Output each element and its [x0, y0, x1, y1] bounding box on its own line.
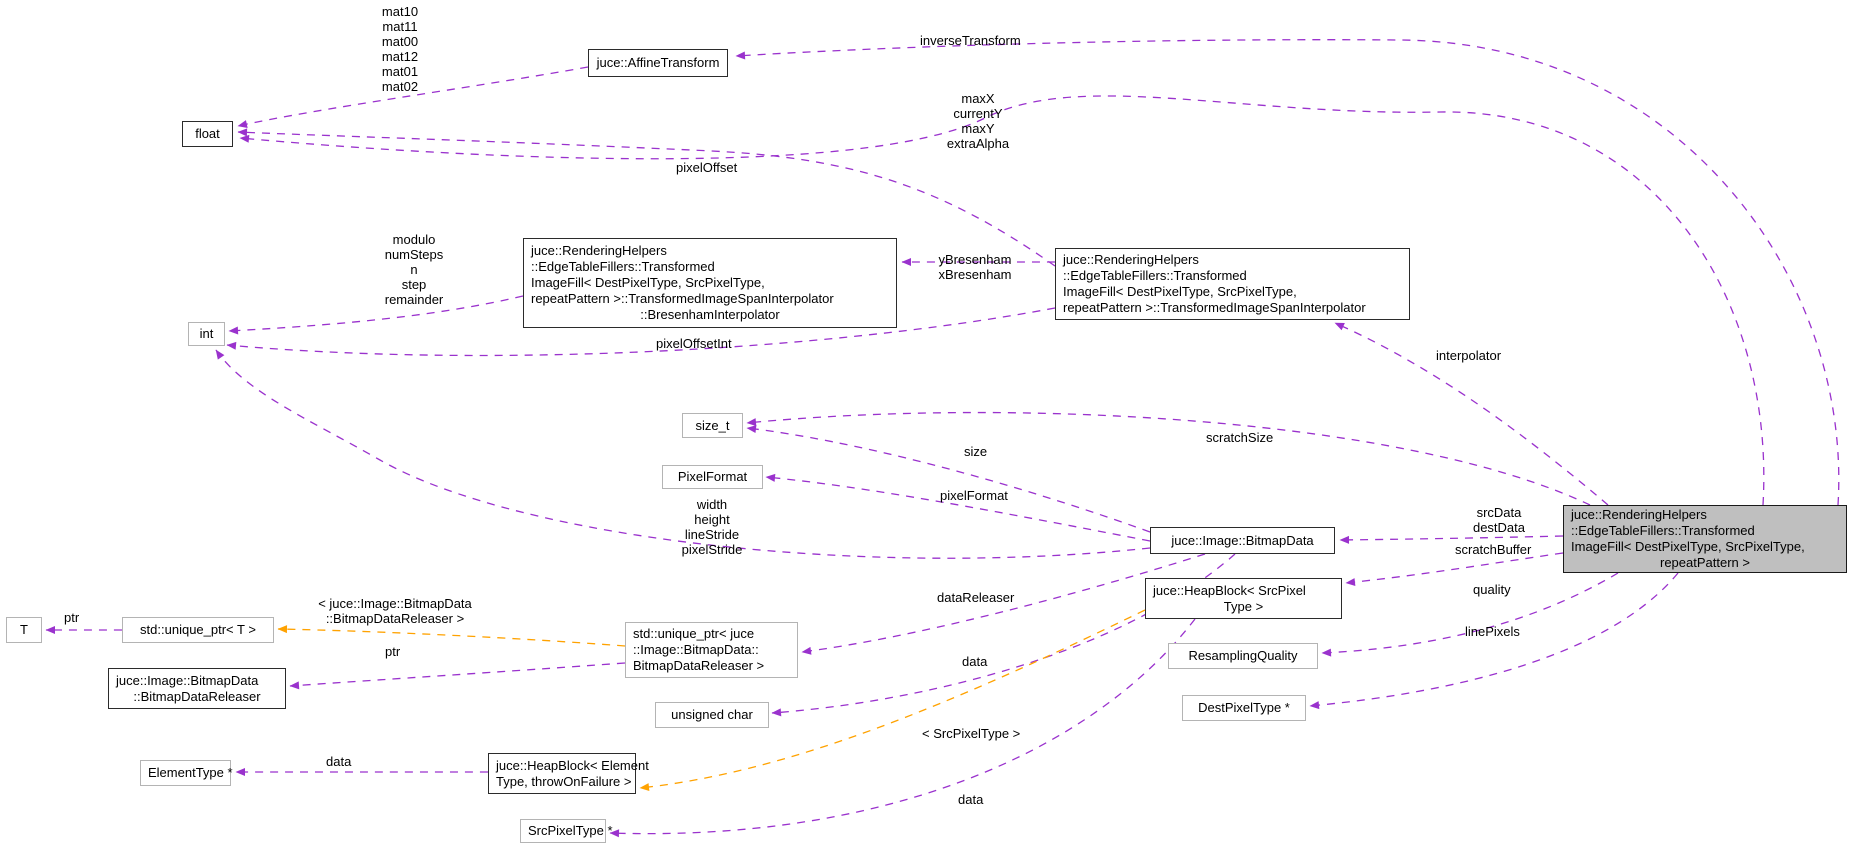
edge-label-template-bitmap-releaser: < juce::Image::BitmapData ::BitmapDataRe… [318, 596, 472, 626]
node-heap-block-element[interactable]: juce::HeapBlock< Element Type, throwOnFa… [488, 753, 649, 794]
edge-label-bresenham-members: modulo numSteps n step remainder [384, 232, 444, 307]
node-bresenham-interpolator[interactable]: juce::RenderingHelpers ::EdgeTableFiller… [523, 238, 897, 328]
node-line: ImageFill< DestPixelType, SrcPixelType, [1571, 539, 1805, 554]
node-line: ::EdgeTableFillers::Transformed [1063, 268, 1247, 283]
node-line: juce::HeapBlock< SrcPixel [1153, 582, 1306, 598]
edge-bresenham-to-int-members [228, 295, 524, 335]
node-unsigned-char: unsigned char [655, 702, 769, 728]
node-resampling-quality: ResamplingQuality [1168, 643, 1318, 669]
node-line: juce::RenderingHelpers [531, 243, 667, 258]
node-line: juce::HeapBlock< Element [496, 757, 649, 773]
node-size-t-label: size_t [695, 417, 730, 433]
node-int-label: int [199, 326, 214, 341]
node-line: juce::RenderingHelpers [1063, 252, 1199, 267]
edge-label-pixel-offset: pixelOffset [676, 160, 738, 175]
node-line: repeatPattern >::TransformedImageSpanInt… [1063, 300, 1366, 315]
node-t-label: T [20, 622, 28, 637]
edge-main-to-affine-inverse-transform [735, 39, 1840, 506]
edge-affine-to-float-mats [237, 66, 589, 128]
edge-label-interpolator: interpolator [1436, 348, 1502, 363]
node-unique-ptr-t: std::unique_ptr< T > [122, 617, 274, 643]
edge-main-to-size-t-scratch-size [746, 411, 1591, 506]
node-line: ::EdgeTableFillers::Transformed [1571, 523, 1755, 538]
node-pixel-format-label: PixelFormat [677, 469, 748, 484]
edge-label-scratch-size: scratchSize [1206, 430, 1274, 445]
edge-label-ptr-releaser: ptr [385, 644, 401, 659]
edge-label-y-x-bresenham: yBresenham xBresenham [938, 252, 1012, 282]
node-dest-pixel-type-label: DestPixelType * [1198, 700, 1290, 715]
edge-bitmap-to-size-t-size [746, 425, 1151, 533]
edge-main-to-span-interpolator [1334, 322, 1609, 506]
edge-label-template-src-pixel: < SrcPixelType > [922, 726, 1021, 741]
edge-label-src-dest-data: srcData destData [1472, 505, 1526, 535]
node-transformed-image-fill-main: juce::RenderingHelpers ::EdgeTableFiller… [1563, 505, 1847, 573]
node-line: ::BresenhamInterpolator [640, 307, 780, 322]
node-line: Type > [1223, 598, 1264, 614]
edge-main-to-dest-pixel-line-pixels [1309, 572, 1679, 710]
node-line: ImageFill< DestPixelType, SrcPixelType, [1063, 284, 1297, 299]
node-heap-block-src-pixel[interactable]: juce::HeapBlock< SrcPixel Type > [1145, 578, 1342, 619]
node-element-type: ElementType * [140, 760, 233, 786]
edge-bitmap-to-pixel-format [765, 473, 1151, 542]
edge-unique-ptr-releaser-to-releaser-ptr [289, 662, 626, 690]
node-line: ::EdgeTableFillers::Transformed [531, 259, 715, 274]
edge-main-to-resampling-quality [1321, 572, 1619, 657]
node-unsigned-char-label: unsigned char [671, 707, 753, 722]
node-float: float [182, 121, 233, 147]
edge-label-bitmap-members: width height lineStride pixelStride [681, 497, 743, 557]
node-unique-ptr-t-label: std::unique_ptr< T > [140, 622, 256, 637]
edge-bitmap-to-unique-ptr-data-releaser [801, 553, 1206, 655]
node-line: BitmapDataReleaser > [633, 658, 765, 673]
node-src-pixel-type: SrcPixelType * [520, 819, 613, 843]
node-size-t: size_t [682, 413, 743, 438]
edge-label-ptr-unique-t: ptr [64, 610, 80, 625]
node-line: Type, throwOnFailure > [496, 773, 632, 789]
node-int: int [188, 322, 225, 346]
edge-label-data-element: data [326, 754, 352, 769]
node-pixel-format: PixelFormat [662, 465, 763, 489]
edge-label-line-pixels: linePixels [1465, 624, 1520, 639]
node-affine-transform[interactable]: juce::AffineTransform [588, 49, 728, 77]
node-line: repeatPattern >::TransformedImageSpanInt… [531, 291, 834, 306]
node-affine-transform-label: juce::AffineTransform [596, 55, 720, 70]
edge-label-pixel-offset-int: pixelOffsetInt [656, 336, 732, 351]
node-transformed-image-span-interpolator[interactable]: juce::RenderingHelpers ::EdgeTableFiller… [1055, 248, 1410, 320]
node-bitmap-data-label: juce::Image::BitmapData [1171, 532, 1314, 548]
node-resampling-quality-label: ResamplingQuality [1188, 648, 1298, 663]
edge-label-quality: quality [1473, 582, 1511, 597]
edge-label-max-vals: maxX currentY maxY extraAlpha [946, 91, 1010, 151]
node-src-pixel-type-label: SrcPixelType * [528, 823, 613, 838]
edge-label-data-src-pixel: data [958, 792, 984, 807]
edge-span-to-float-pixel-offset [237, 128, 1056, 267]
node-dest-pixel-type: DestPixelType * [1182, 695, 1306, 721]
node-line: ::BitmapDataReleaser [133, 688, 261, 704]
edge-label-pixel-format: pixelFormat [940, 488, 1008, 503]
node-element-type-label: ElementType * [148, 765, 233, 780]
edge-main-to-bitmap-src-dest [1339, 535, 1564, 544]
edge-label-size: size [964, 444, 988, 459]
edge-label-mats: mat10 mat11 mat00 mat12 mat01 mat02 [381, 4, 419, 94]
edge-label-data-releaser: dataReleaser [937, 590, 1015, 605]
node-line: std::unique_ptr< juce [633, 626, 755, 641]
node-bitmap-data[interactable]: juce::Image::BitmapData [1150, 527, 1335, 554]
edge-main-to-float-max-vals [239, 95, 1765, 506]
node-float-label: float [195, 126, 220, 141]
node-line: juce::RenderingHelpers [1571, 507, 1707, 522]
node-line: ::Image::BitmapData:: [633, 642, 759, 657]
edge-template-unique-ptr [277, 625, 626, 647]
node-unique-ptr-bitmap-data-releaser: std::unique_ptr< juce ::Image::BitmapDat… [625, 622, 798, 678]
node-line: repeatPattern > [1660, 555, 1750, 570]
edge-main-to-heapblock-scratch-buffer [1345, 552, 1564, 587]
node-line: juce::Image::BitmapData [116, 672, 259, 688]
edge-bitmap-to-int-members [215, 349, 1151, 559]
node-bitmap-data-releaser[interactable]: juce::Image::BitmapData ::BitmapDataRele… [108, 668, 286, 709]
edge-span-to-int-pixel-offset-int [226, 307, 1056, 357]
node-t: T [6, 617, 42, 643]
edge-label-data-bitmap: data [962, 654, 988, 669]
edge-label-inverse-transform: inverseTransform [920, 33, 1021, 48]
node-line: ImageFill< DestPixelType, SrcPixelType, [531, 275, 765, 290]
edge-label-scratch-buffer: scratchBuffer [1455, 542, 1532, 557]
